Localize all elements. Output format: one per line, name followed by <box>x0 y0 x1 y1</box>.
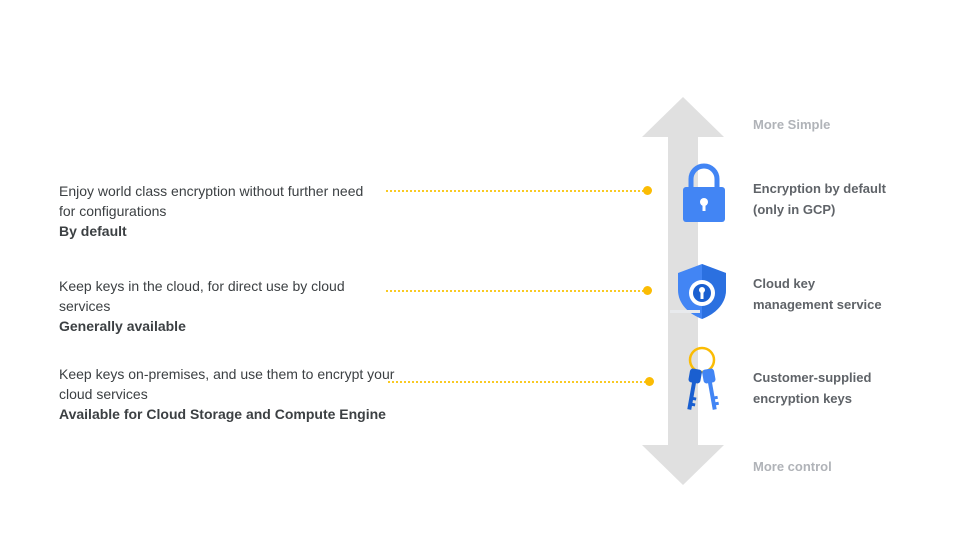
description-text: Keep keys on-premises, and use them to e… <box>59 366 395 402</box>
connector-line <box>388 381 646 383</box>
description-text: Keep keys in the cloud, for direct use b… <box>59 278 345 314</box>
level-title: Cloud key management service <box>753 273 913 315</box>
level-title-line2: (only in GCP) <box>753 202 836 217</box>
availability-text: By default <box>59 223 127 239</box>
connector-line <box>386 290 644 292</box>
level-title-line2: management service <box>753 297 882 312</box>
connector-line <box>386 190 644 192</box>
availability-text: Available for Cloud Storage and Compute … <box>59 406 386 422</box>
availability-text: Generally available <box>59 318 186 334</box>
shield-key-icon <box>670 264 726 319</box>
level-title: Encryption by default (only in GCP) <box>753 178 913 220</box>
lock-icon <box>683 163 725 222</box>
level-title-line1: Customer-supplied <box>753 370 872 385</box>
level-description: Keep keys on-premises, and use them to e… <box>59 364 419 424</box>
level-title-line1: Encryption by default <box>753 181 886 196</box>
level-title-line2: encryption keys <box>753 391 852 406</box>
description-text: Enjoy world class encryption without fur… <box>59 183 364 219</box>
axis-bottom-label: More control <box>753 459 832 474</box>
connector-dot <box>643 186 652 195</box>
connector-dot <box>645 377 654 386</box>
connector-dot <box>643 286 652 295</box>
level-description: Keep keys in the cloud, for direct use b… <box>59 276 369 336</box>
axis-top-label: More Simple <box>753 117 831 132</box>
keys-icon <box>687 346 719 410</box>
level-title-line1: Cloud key <box>753 276 816 291</box>
level-description: Enjoy world class encryption without fur… <box>59 181 369 241</box>
level-title: Customer-supplied encryption keys <box>753 367 913 409</box>
